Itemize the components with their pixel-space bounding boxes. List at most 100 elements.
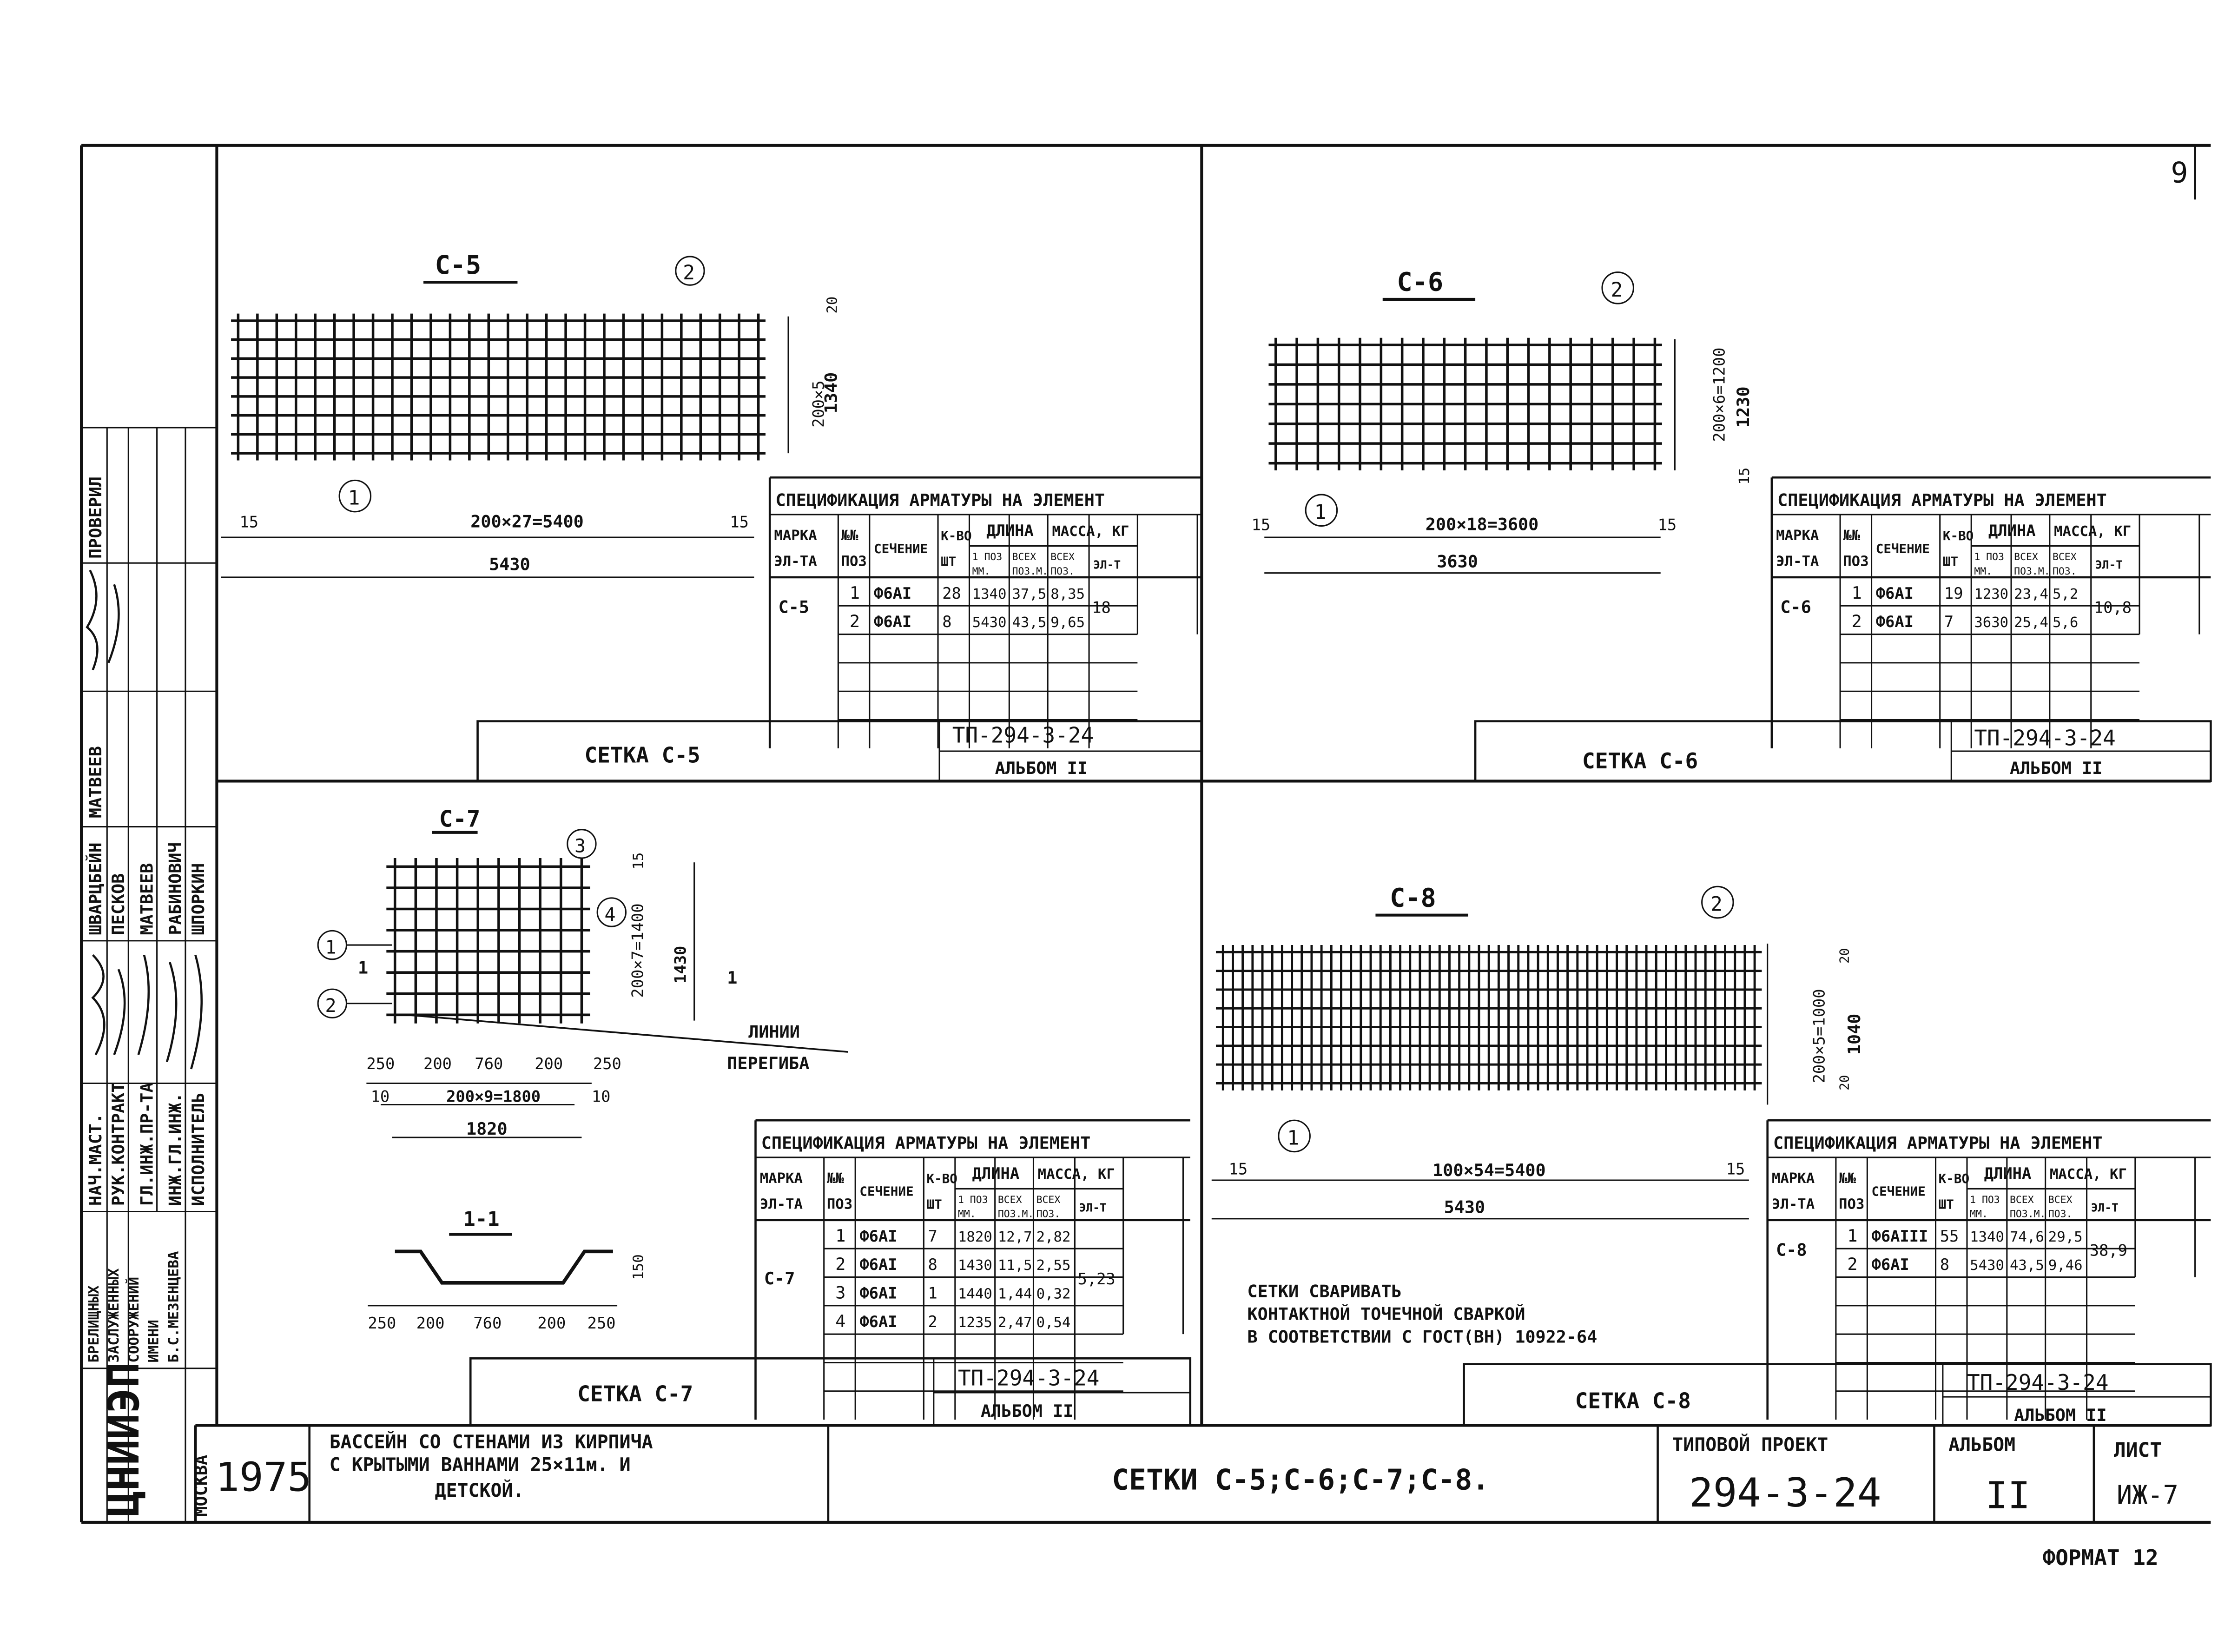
c5-spec-table: СПЕЦИФИКАЦИЯ АРМАТУРЫ НА ЭЛЕМЕНТМАРКАЭЛ-… — [768, 476, 1202, 748]
spec-cell-mass: 0,54 — [1036, 1315, 1071, 1331]
spec-cell-len-all: 37,5 — [1012, 586, 1046, 602]
spec-header-count: К-ВО — [1939, 1171, 1969, 1186]
c5-dim-height: 1340 — [821, 372, 841, 414]
spec-header-len-pos: 1 ПОЗ — [1970, 1194, 2000, 1206]
c7-dim-b: 200 — [423, 1055, 452, 1073]
main-title-block — [194, 1425, 2095, 1522]
spec-cell-section: Ф6АI — [1876, 613, 1914, 631]
c7-dim-d: 200 — [535, 1055, 563, 1073]
spec-cell-pos: 2 — [850, 611, 860, 631]
spec-cell-mark: С-8 — [1776, 1240, 1807, 1260]
institute-logo: ЦНИИЭП — [99, 1362, 149, 1516]
spec-header-count: К-ВО — [926, 1171, 957, 1186]
spec-header-section: СЕЧЕНИЕ — [1876, 541, 1930, 556]
spec-cell-mass: 5,2 — [2053, 586, 2078, 602]
spec-cell-len: 1235 — [958, 1315, 992, 1331]
spec-header-count: ШТ — [926, 1196, 942, 1212]
album-number: II — [1986, 1474, 2030, 1517]
year: 1975 — [215, 1454, 311, 1500]
stamp-name-4: РАБИНОВИЧ — [165, 842, 185, 935]
stamp-post-2: РУК.КОНТРАКТ — [108, 1082, 128, 1206]
spec-cell-mass: 2,82 — [1036, 1229, 1071, 1245]
spec-cell-len: 1820 — [958, 1229, 992, 1245]
spec-caption: СПЕЦИФИКАЦИЯ АРМАТУРЫ НА ЭЛЕМЕНТ — [1773, 1133, 2103, 1153]
spec-cell-mark: С-5 — [779, 597, 809, 617]
stamp-role-checker: ПРОВЕРИЛ — [86, 476, 106, 559]
spec-cell-len-all: 1,44 — [998, 1286, 1032, 1302]
spec-cell-total: 38,9 — [2090, 1242, 2127, 1260]
c6-dim-bottom: 15 — [1736, 468, 1753, 485]
spec-header-len-pos: 1 ПОЗ — [972, 551, 1003, 563]
c5-album: АЛЬБОМ II — [995, 758, 1088, 778]
c6-dim-left: 15 — [1252, 516, 1271, 534]
c7-spec-table: СПЕЦИФИКАЦИЯ АРМАТУРЫ НА ЭЛЕМЕНТ МАРКА ЭЛ-… — [754, 1119, 1190, 1420]
spec-cell-section: Ф6АIII — [1872, 1227, 1928, 1245]
spec-header-pos: №№ — [827, 1170, 844, 1187]
spec-cell-total: 10,8 — [2094, 599, 2132, 617]
c5-project-code: ТП-294-3-24 — [952, 723, 1094, 748]
c7-section-mark-right: 1 — [727, 968, 737, 988]
corner-page-mark: 9 — [2171, 157, 2188, 190]
spec-cell-total: 18 — [1092, 599, 1111, 617]
spec-header-mark: ЭЛ-ТА — [1772, 1196, 1815, 1212]
spec-header-mark: МАРКА — [760, 1170, 803, 1187]
org-line-1: БРЕЛИЩНЫХ — [86, 1285, 102, 1363]
c5-dim-right: 15 — [730, 513, 749, 531]
spec-cell-total: 5,23 — [1078, 1270, 1116, 1288]
c5-dim-spacing: 200×27=5400 — [470, 512, 584, 532]
c7-dim-top: 15 — [630, 852, 647, 870]
spec-cell-count: 8 — [928, 1256, 937, 1274]
c7-dim-c: 760 — [475, 1055, 503, 1073]
spec-cell-section: Ф6АI — [1876, 584, 1914, 602]
c7-title-block-name: СЕТКА С-7 — [577, 1381, 693, 1406]
spec-cell-len-all: 74,6 — [2010, 1229, 2044, 1245]
spec-cell-len: 1440 — [958, 1286, 992, 1302]
sec-dim-height: 150 — [630, 1254, 647, 1280]
spec-cell-len-all: 43,5 — [1012, 615, 1046, 631]
c7-dim-edge-r: 10 — [592, 1087, 611, 1105]
spec-header-mark: МАРКА — [1776, 528, 1819, 544]
c6-project-code: ТП-294-3-24 — [1974, 726, 2116, 751]
c6-callout-1-label: 1 — [1314, 501, 1327, 524]
c8-dim-right: 15 — [1726, 1160, 1745, 1178]
spec-caption: СПЕЦИФИКАЦИЯ АРМАТУРЫ НА ЭЛЕМЕНТ — [775, 490, 1105, 510]
spec-header-mass: МАССА, КГ — [2054, 523, 2131, 540]
spec-cell-count: 7 — [928, 1227, 937, 1245]
sec-dim-b: 200 — [416, 1314, 445, 1332]
org-line-5: Б.С.МЕЗЕНЦЕВА — [166, 1251, 182, 1363]
c7-callout-3: 3 — [574, 836, 586, 857]
spec-cell-count: 19 — [1944, 584, 1963, 602]
spec-header-len-pos: ММ. — [1970, 1209, 1988, 1220]
spec-header-section: СЕЧЕНИЕ — [1872, 1184, 1926, 1199]
spec-header-pos: ПОЗ — [841, 553, 867, 569]
c7-mesh-grid — [386, 858, 590, 1024]
spec-caption: СПЕЦИФИКАЦИЯ АРМАТУРЫ НА ЭЛЕМЕНТ — [761, 1133, 1091, 1153]
spec-cell-pos: 2 — [1847, 1254, 1857, 1274]
c5-callout-2 — [675, 256, 705, 286]
spec-header-len-all: ПОЗ.М. — [998, 1209, 1034, 1220]
spec-cell-mass: 0,32 — [1036, 1286, 1071, 1302]
spec-header-section: СЕЧЕНИЕ — [859, 1184, 913, 1199]
c8-drawing-title: С-8 — [1390, 883, 1436, 913]
spec-header-mark: МАРКА — [1772, 1170, 1815, 1187]
spec-header-pos: ПОЗ — [1843, 553, 1868, 569]
spec-header-len-pos: 1 ПОЗ — [1974, 551, 2004, 563]
spec-header-mark: ЭЛ-ТА — [760, 1196, 803, 1212]
spec-cell-section: Ф6АI — [859, 1284, 897, 1302]
signatures — [86, 569, 203, 1070]
c5-dim-left: 15 — [239, 513, 258, 531]
approval-strip — [81, 427, 217, 1522]
spec-cell-len: 5430 — [1970, 1257, 2004, 1274]
spec-header-mass: МАССА, КГ — [1038, 1166, 1115, 1183]
spec-header-mass: МАССА, КГ — [1052, 523, 1129, 540]
spec-cell-len: 5430 — [972, 615, 1007, 631]
c5-mesh-grid — [231, 313, 766, 461]
spec-cell-count: 8 — [942, 613, 951, 631]
spec-header-mass-all: ПОЗ. — [2048, 1209, 2073, 1220]
c6-callout-1 — [1305, 494, 1338, 527]
spec-header-mass-all: ПОЗ. — [1050, 566, 1075, 577]
typical-project-label: ТИПОВОЙ ПРОЕКТ — [1672, 1434, 1828, 1456]
spec-header-mass-el: ЭЛ-Т — [2091, 1201, 2119, 1214]
